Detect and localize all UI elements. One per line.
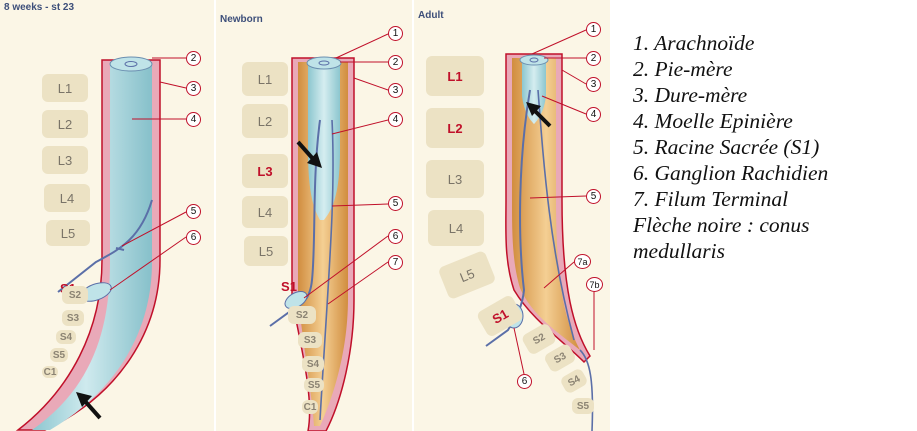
callout-7b: 7b: [586, 277, 603, 292]
vertebra-l3: L3: [242, 154, 288, 188]
panel-title: Adult: [418, 10, 444, 21]
vertebra-l2: L2: [242, 104, 288, 138]
callout-7a: 7a: [574, 254, 591, 269]
spine-diagram-8-weeks: [0, 0, 214, 431]
vertebra-l2: L2: [42, 110, 88, 138]
vertebra-l1: L1: [426, 56, 484, 96]
legend-item-spinal-cord: 4. Moelle Epinière: [633, 108, 915, 134]
vertebra-l4: L4: [428, 210, 484, 246]
panel-8-weeks: 8 weeks - st 23 L1 L2 L3 L4 L5 S1 S2 S3 …: [0, 0, 214, 431]
callout-1: 1: [586, 22, 601, 37]
callout-6: 6: [186, 230, 201, 245]
vertebra-c1: C1: [42, 366, 58, 378]
vertebra-l1: L1: [242, 62, 288, 96]
callout-2: 2: [388, 55, 403, 70]
callout-3: 3: [586, 77, 601, 92]
panel-newborn: Newborn L1 L2 L3 L4 L5 S1 S2 S3 S4 S5 C1…: [216, 0, 412, 431]
callout-5: 5: [186, 204, 201, 219]
callout-3: 3: [186, 81, 201, 96]
legend-item-dura-mater: 3. Dure-mère: [633, 82, 915, 108]
legend-note-arrow: Flèche noire : conus: [633, 212, 915, 238]
callout-4: 4: [586, 107, 601, 122]
vertebra-l4: L4: [44, 184, 90, 212]
vertebra-s5: S5: [50, 348, 68, 362]
vertebra-l5: L5: [46, 220, 90, 246]
legend-item-pia-mater: 2. Pie-mère: [633, 56, 915, 82]
vertebra-s3: S3: [298, 332, 322, 348]
vertebra-s5: S5: [572, 398, 594, 414]
callout-1: 1: [388, 26, 403, 41]
panel-adult: Adult L1 L2 L3 L4 L5 S1 S2 S3 S4 S5 1 2 …: [414, 0, 610, 431]
panel-title: Newborn: [220, 14, 263, 25]
callout-5: 5: [388, 196, 403, 211]
callout-6: 6: [388, 229, 403, 244]
vertebra-l4: L4: [242, 196, 288, 228]
vertebra-s3: S3: [62, 310, 84, 326]
vertebra-s2: S2: [288, 306, 316, 324]
vertebra-s2: S2: [62, 286, 88, 304]
vertebra-l5: L5: [244, 236, 288, 266]
legend-item-arachnoid: 1. Arachnoïde: [633, 30, 915, 56]
callout-4: 4: [388, 112, 403, 127]
callout-4: 4: [186, 112, 201, 127]
legend-item-sacral-root: 5. Racine Sacrée (S1): [633, 134, 915, 160]
legend-item-spinal-ganglion: 6. Ganglion Rachidien: [633, 160, 915, 186]
vertebra-s4: S4: [56, 330, 76, 344]
vertebra-s5: S5: [304, 378, 324, 392]
vertebra-l3: L3: [426, 160, 484, 198]
panel-title: 8 weeks - st 23: [4, 2, 74, 13]
legend: 1. Arachnoïde 2. Pie-mère 3. Dure-mère 4…: [633, 30, 915, 264]
vertebra-c1: C1: [302, 400, 318, 414]
callout-7: 7: [388, 255, 403, 270]
callout-3: 3: [388, 83, 403, 98]
vertebra-l2: L2: [426, 108, 484, 148]
vertebra-s1: S1: [272, 274, 306, 298]
vertebra-s4: S4: [302, 356, 324, 372]
legend-note-arrow-cont: medullaris: [633, 238, 915, 264]
callout-6: 6: [517, 374, 532, 389]
vertebra-l3: L3: [42, 146, 88, 174]
legend-item-filum-terminale: 7. Filum Terminal: [633, 186, 915, 212]
callout-2: 2: [186, 51, 201, 66]
callout-5: 5: [586, 189, 601, 204]
callout-2: 2: [586, 51, 601, 66]
vertebra-l1: L1: [42, 74, 88, 102]
